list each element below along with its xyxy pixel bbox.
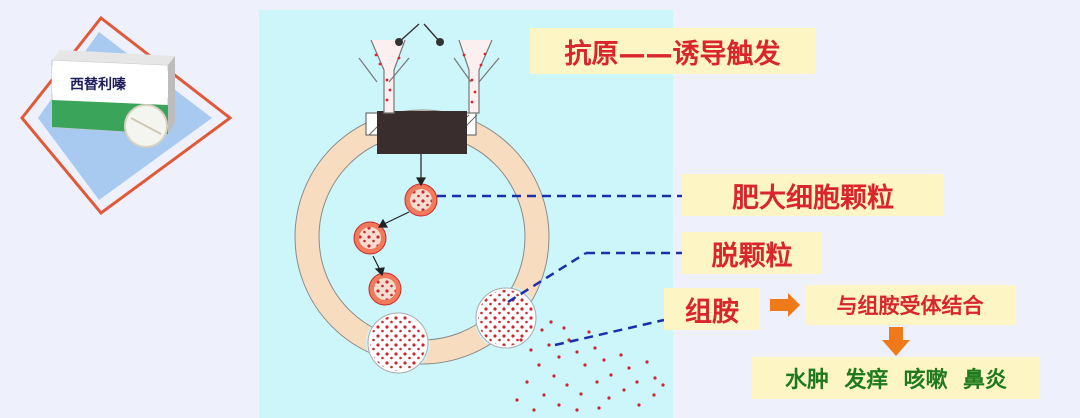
- receptor-binding-label: 与组胺受体结合: [805, 285, 1015, 325]
- drug-illustration: [20, 15, 233, 216]
- antibody-icon: [358, 23, 420, 114]
- granule: [353, 221, 387, 255]
- mast-cell-label: 肥大细胞颗粒: [682, 174, 944, 216]
- drug-name: 西替利嗪: [70, 77, 126, 93]
- vesicle: [367, 312, 429, 374]
- antibody-icon: [423, 23, 500, 114]
- title-label: 抗原——诱导触发: [530, 28, 815, 74]
- released-histamine: [515, 320, 665, 412]
- histamine-label: 组胺: [664, 288, 760, 330]
- pill-icon: [124, 104, 168, 148]
- cell-membrane: [259, 10, 673, 418]
- granule: [368, 272, 402, 306]
- cell-panel: [259, 10, 673, 418]
- orange-arrow-right-icon: [770, 293, 800, 317]
- degranulation-label: 脱颗粒: [682, 232, 822, 274]
- vesicle: [475, 287, 537, 349]
- granule: [404, 183, 438, 217]
- orange-arrow-down-icon: [882, 327, 910, 356]
- receptor-block: [377, 111, 467, 154]
- mast-cell-diagram: [259, 10, 673, 418]
- symptoms-label: 水肿 发痒 咳嗽 鼻炎: [752, 357, 1040, 399]
